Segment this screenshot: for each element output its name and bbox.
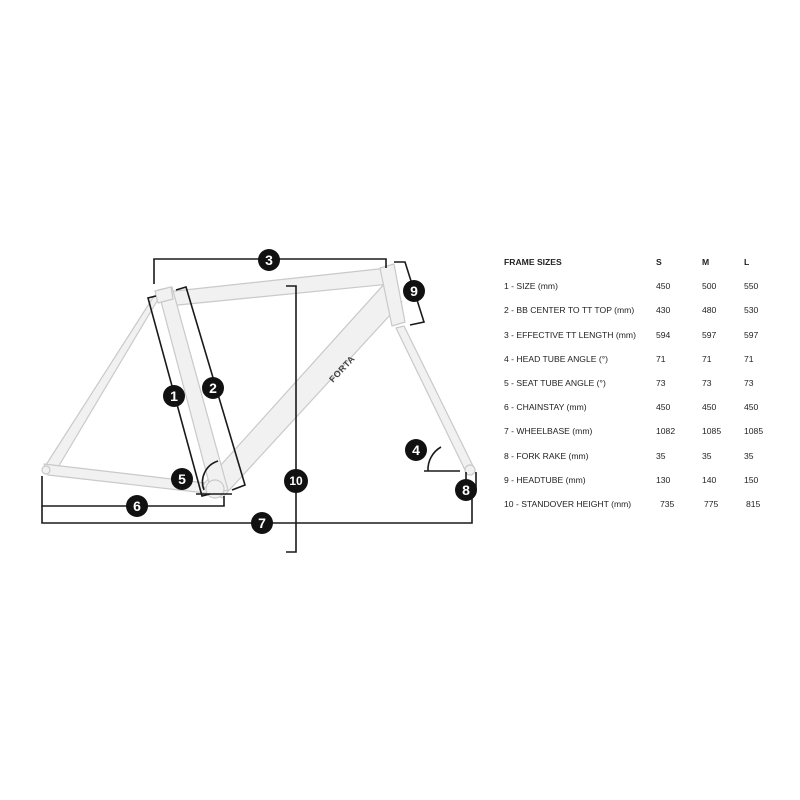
value-m: 140: [702, 474, 717, 485]
callout-1: 1: [163, 385, 185, 407]
value-l: 35: [744, 450, 754, 461]
dim-4-arc: [427, 446, 442, 472]
svg-text:8: 8: [462, 482, 470, 498]
header-size-m: M: [702, 257, 710, 268]
callout-5: 5: [171, 468, 193, 490]
value-s: 450: [656, 402, 671, 413]
callout-2: 2: [202, 377, 224, 399]
value-m: 1085: [702, 426, 722, 437]
row-label: 8 - FORK RAKE (mm): [504, 450, 589, 461]
callout-10: 10: [284, 469, 308, 493]
callout-9: 9: [403, 280, 425, 302]
seat-collar: [154, 286, 174, 304]
callout-7: 7: [251, 512, 273, 534]
value-l: 71: [744, 353, 754, 364]
value-l: 1085: [744, 426, 764, 437]
value-s: 130: [656, 474, 671, 485]
table-row: 9 - HEADTUBE (mm) 130 140 150: [504, 468, 784, 492]
table-row: 5 - SEAT TUBE ANGLE (°) 73 73 73: [504, 371, 784, 395]
svg-text:6: 6: [133, 498, 141, 514]
row-label: 3 - EFFECTIVE TT LENGTH (mm): [504, 329, 636, 340]
value-m: 597: [702, 329, 717, 340]
svg-text:4: 4: [412, 442, 420, 458]
value-m: 71: [702, 353, 712, 364]
value-l: 597: [744, 329, 759, 340]
dimension-lines: [41, 258, 477, 553]
svg-text:10: 10: [289, 474, 303, 488]
header-size-l: L: [744, 257, 750, 268]
header-frame-sizes: FRAME SIZES: [504, 257, 562, 268]
value-s: 71: [656, 353, 666, 364]
svg-text:9: 9: [410, 283, 418, 299]
callout-6: 6: [126, 495, 148, 517]
value-m: 775: [704, 498, 719, 509]
callout-8: 8: [455, 479, 477, 501]
value-l: 150: [744, 474, 759, 485]
callout-3: 3: [258, 249, 280, 271]
seat-stay: [43, 290, 164, 475]
value-s: 1082: [656, 426, 676, 437]
value-s: 73: [656, 378, 666, 389]
value-l: 450: [744, 402, 759, 413]
value-l: 73: [744, 378, 754, 389]
value-l: 815: [746, 498, 761, 509]
frame-size-table: FRAME SIZES S M L 1 - SIZE (mm) 450 500 …: [504, 250, 784, 516]
row-label: 2 - BB CENTER TO TT TOP (mm): [504, 305, 635, 316]
table-header-row: FRAME SIZES S M L: [504, 250, 784, 274]
value-s: 450: [656, 281, 671, 292]
value-s: 430: [656, 305, 671, 316]
value-s: 735: [660, 498, 675, 509]
svg-text:2: 2: [209, 380, 217, 396]
header-size-s: S: [656, 257, 662, 268]
svg-text:7: 7: [258, 515, 266, 531]
table-row: 10 - STANDOVER HEIGHT (mm) 735 775 815: [504, 492, 784, 516]
table-row: 2 - BB CENTER TO TT TOP (mm) 430 480 530: [504, 298, 784, 322]
dim-10-line: [286, 285, 297, 553]
value-m: 500: [702, 281, 717, 292]
value-m: 450: [702, 402, 717, 413]
callouts: 1 2 3 4 5 6 7 8 9 10: [126, 249, 477, 534]
bottom-bracket: [205, 479, 225, 499]
value-s: 35: [656, 450, 666, 461]
row-label: 4 - HEAD TUBE ANGLE (°): [504, 353, 609, 364]
row-label: 7 - WHEELBASE (mm): [504, 426, 593, 437]
table-row: 7 - WHEELBASE (mm) 1082 1085 1085: [504, 419, 784, 443]
fork-dropout: [464, 464, 476, 476]
row-label: 6 - CHAINSTAY (mm): [504, 402, 587, 413]
bike-frame: [41, 263, 476, 499]
head-tube: [379, 263, 406, 327]
table-row: 4 - HEAD TUBE ANGLE (°) 71 71 71: [504, 347, 784, 371]
row-label: 9 - HEADTUBE (mm): [504, 474, 586, 485]
value-m: 73: [702, 378, 712, 389]
value-s: 594: [656, 329, 671, 340]
svg-text:1: 1: [170, 388, 178, 404]
row-label: 1 - SIZE (mm): [504, 281, 558, 292]
row-label: 5 - SEAT TUBE ANGLE (°): [504, 378, 606, 389]
table-row: 1 - SIZE (mm) 450 500 550: [504, 274, 784, 298]
dim-5-arc: [201, 460, 219, 491]
table-row: 8 - FORK RAKE (mm) 35 35 35: [504, 444, 784, 468]
svg-text:5: 5: [178, 471, 186, 487]
value-m: 480: [702, 305, 717, 316]
value-m: 35: [702, 450, 712, 461]
callout-4: 4: [405, 439, 427, 461]
svg-text:3: 3: [265, 252, 273, 268]
value-l: 530: [744, 305, 759, 316]
top-tube: [165, 267, 391, 307]
rear-dropout: [41, 465, 51, 475]
table-row: 6 - CHAINSTAY (mm) 450 450 450: [504, 395, 784, 419]
down-tube: [201, 281, 403, 499]
table-row: 3 - EFFECTIVE TT LENGTH (mm) 594 597 597: [504, 323, 784, 347]
row-label: 10 - STANDOVER HEIGHT (mm): [504, 498, 632, 509]
value-l: 550: [744, 281, 759, 292]
